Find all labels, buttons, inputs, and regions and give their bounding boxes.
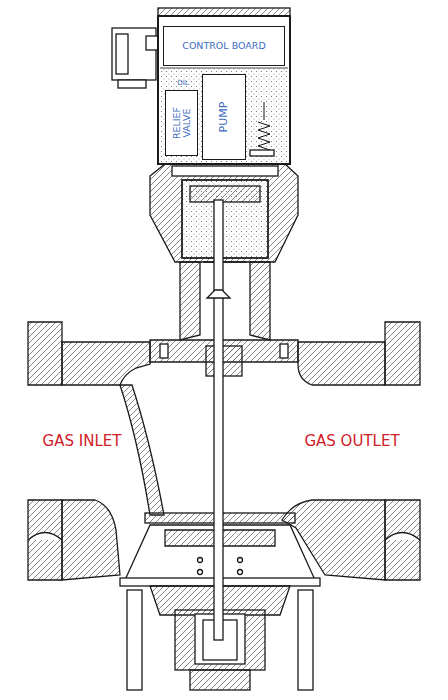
- gas-outlet-label-wrap: GAS OUTLET: [304, 431, 399, 450]
- gas-inlet-label: GAS INLET: [43, 432, 122, 450]
- oil-label-wrap: OIL: [177, 70, 188, 89]
- relief-valve-box: RELIEF VALVE: [165, 90, 198, 156]
- gas-outlet-label: GAS OUTLET: [304, 432, 399, 450]
- gas-inlet-label-wrap: GAS INLET: [43, 431, 122, 450]
- box-text: PUMP: [218, 102, 230, 133]
- box-text: CONTROL BOARD: [182, 41, 266, 51]
- box-text: RELIEF VALVE: [172, 106, 192, 140]
- oil-label: OIL: [177, 79, 188, 87]
- pump-box: PUMP: [202, 74, 246, 160]
- control-board-box: CONTROL BOARD: [163, 26, 285, 66]
